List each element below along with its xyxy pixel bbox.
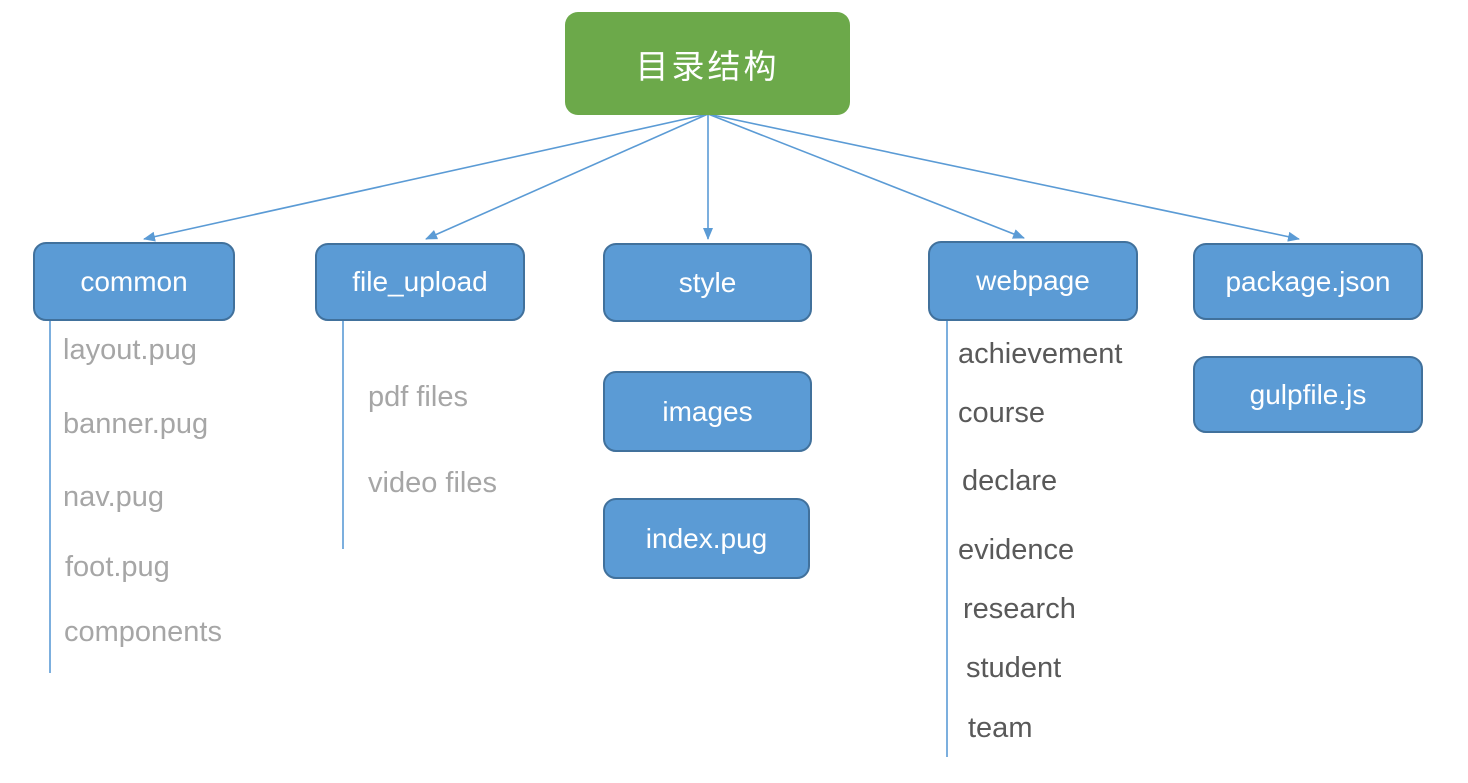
node-images: images [603,371,812,452]
root-node-directory-structure: 目录结构 [565,12,850,115]
leaf-team: team [968,712,1033,744]
leaf-video-files: video files [368,467,497,499]
node-webpage: webpage [928,241,1138,321]
leaf-declare: declare [962,465,1058,497]
leaf-pdf-files: pdf files [368,381,468,413]
leaf-nav-pug: nav.pug [63,481,165,513]
leaf-evidence: evidence [958,534,1075,566]
node-style: style [603,243,812,322]
leaf-research: research [963,593,1076,625]
leaf-student: student [966,652,1062,684]
node-common: common [33,242,235,321]
leaf-course: course [958,397,1046,429]
node-file-upload: file_upload [315,243,525,321]
node-index-pug: index.pug [603,498,810,579]
node-package-json: package.json [1193,243,1423,320]
leaf-achievement: achievement [958,338,1123,370]
node-gulpfile-js: gulpfile.js [1193,356,1423,433]
leaf-components: components [64,616,222,648]
arrow-root-to-package-json [707,113,1300,242]
arrow-root-to-webpage [707,113,1025,239]
arrow-root-to-common [143,113,709,242]
leaf-layout-pug: layout.pug [63,334,197,366]
leaf-banner-pug: banner.pug [63,408,209,440]
arrow-root-to-file-upload [425,113,709,240]
leaf-foot-pug: foot.pug [65,551,170,583]
